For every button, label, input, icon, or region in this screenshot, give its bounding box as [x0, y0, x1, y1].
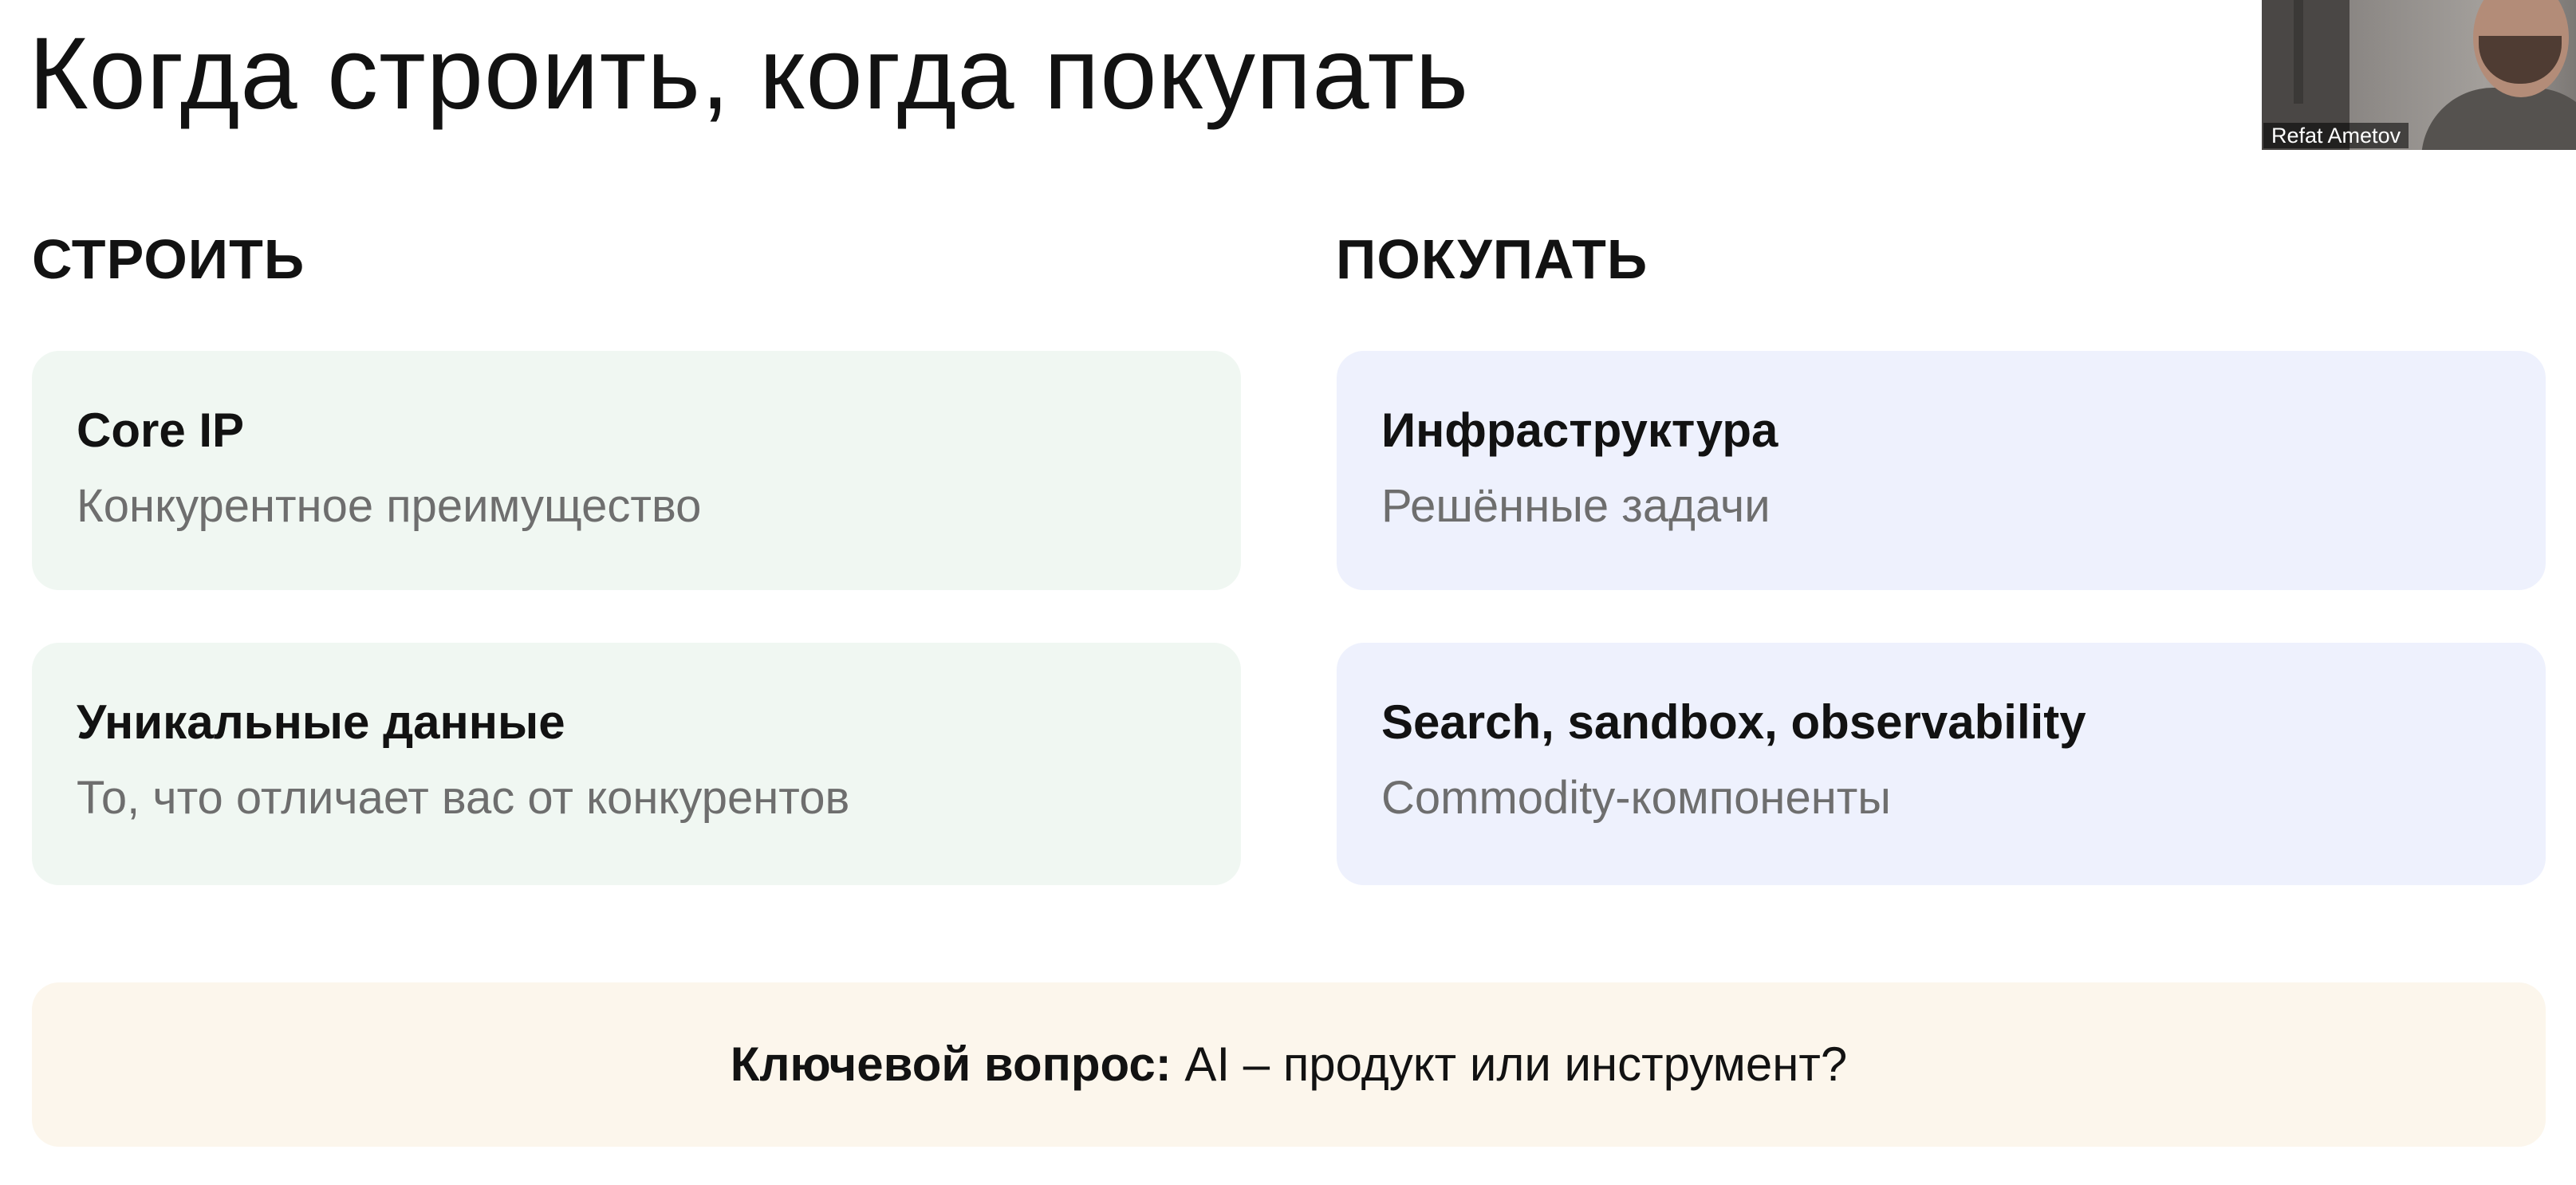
buy-column-heading: ПОКУПАТЬ	[1336, 228, 1648, 290]
card-subtitle: Commodity-компоненты	[1381, 772, 1891, 824]
key-question-box: Ключевой вопрос: AI – продукт или инстру…	[32, 982, 2546, 1147]
build-column-heading: СТРОИТЬ	[32, 228, 305, 290]
buy-card-infrastructure: Инфраструктура Решённые задачи	[1337, 351, 2546, 590]
card-title: Уникальные данные	[77, 695, 565, 749]
card-subtitle: Решённые задачи	[1381, 480, 1771, 532]
card-subtitle: Конкурентное преимущество	[77, 480, 702, 532]
card-title: Core IP	[77, 404, 245, 457]
video-background-pole	[2294, 0, 2303, 104]
participant-video-tile[interactable]: Refat Ametov	[2262, 0, 2576, 150]
card-title: Инфраструктура	[1381, 404, 1778, 457]
build-card-core-ip: Core IP Конкурентное преимущество	[32, 351, 1241, 590]
build-card-unique-data: Уникальные данные То, что отличает вас о…	[32, 643, 1241, 885]
slide-title: Когда строить, когда покупать	[29, 17, 1469, 131]
key-question-label: Ключевой вопрос:	[730, 1037, 1172, 1091]
card-subtitle: То, что отличает вас от конкурентов	[77, 772, 850, 824]
key-question-text: AI – продукт или инструмент?	[1184, 1037, 1848, 1091]
card-title: Search, sandbox, observability	[1381, 695, 2086, 749]
buy-card-commodity: Search, sandbox, observability Commodity…	[1337, 643, 2546, 885]
participant-name-label: Refat Ametov	[2263, 123, 2409, 148]
